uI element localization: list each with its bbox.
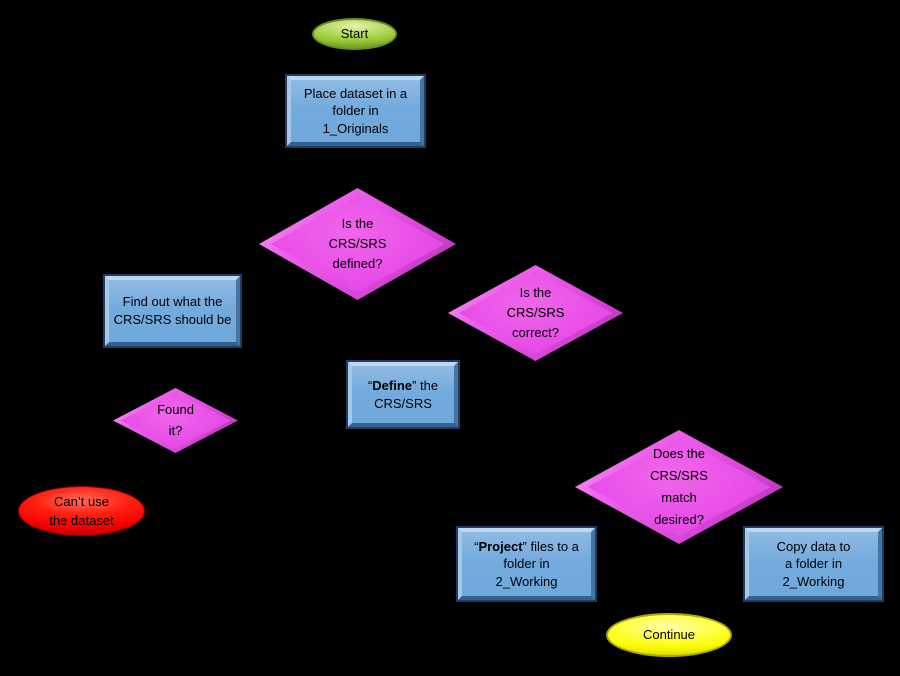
decision-text: Is the CRS/SRS defined? xyxy=(259,214,456,274)
node-text-line: Find out what the xyxy=(122,294,223,310)
node-text-line: 2_Working xyxy=(782,573,845,589)
process-text: Copy data to a folder in 2_Working xyxy=(749,538,878,591)
node-text-line: Found xyxy=(157,402,194,418)
node-text-line: CRS/SRS xyxy=(506,304,565,320)
node-text-line: CRS/SRS xyxy=(650,468,708,484)
node-text-line: Is the xyxy=(341,215,374,231)
start-terminator: Start xyxy=(312,18,397,50)
process-text: “Project” files to a folder in 2_Working xyxy=(462,538,591,591)
node-text-line: 1_Originals xyxy=(322,120,389,136)
process-copy-data: Copy data to a folder in 2_Working xyxy=(743,526,884,602)
node-text-line: “Project” files to a xyxy=(462,538,591,556)
node-text-line: it? xyxy=(168,422,183,438)
node-text-line: Copy data to xyxy=(776,538,851,554)
node-text-line: match xyxy=(661,490,697,505)
node-text-line: “Define” the xyxy=(352,377,454,395)
process-define-crs: “Define” the CRS/SRS xyxy=(346,360,460,429)
node-text-line: desired? xyxy=(654,511,704,527)
decision-crs-match-desired: Does the CRS/SRS match desired? xyxy=(575,430,783,544)
start-label: Start xyxy=(340,26,369,42)
node-text-line: defined? xyxy=(332,256,383,272)
decision-text: Is the CRS/SRS correct? xyxy=(448,283,623,343)
decision-found-it: Found it? xyxy=(113,388,238,453)
node-text-line: CRS/SRS xyxy=(328,235,387,251)
node-text-line: Is the xyxy=(519,284,552,300)
decision-text: Does the CRS/SRS match desired? xyxy=(575,443,783,530)
define-keyword: Define xyxy=(372,377,413,393)
project-keyword: Project xyxy=(478,538,523,554)
node-text-line: Can’t use xyxy=(54,493,109,509)
stop-text: Can’t use the dataset xyxy=(19,492,144,531)
text-after-keyword: ” files to a xyxy=(522,538,579,554)
text-after-keyword: ” the xyxy=(412,377,439,393)
process-text: Place dataset in a folder in 1_Originals xyxy=(291,85,420,138)
node-text-line: Place dataset in a xyxy=(303,85,408,101)
process-project-files: “Project” files to a folder in 2_Working xyxy=(456,526,597,602)
process-text: “Define” the CRS/SRS xyxy=(352,377,454,412)
decision-text: Found it? xyxy=(113,400,238,440)
node-text-line: folder in xyxy=(332,103,379,119)
continue-label: Continue xyxy=(642,627,696,643)
stop-terminator-cant-use: Can’t use the dataset xyxy=(18,486,145,536)
node-text-line: Does the xyxy=(652,446,706,462)
quote-open: “ xyxy=(474,538,479,554)
node-text-line: correct? xyxy=(512,325,559,341)
node-text-line: CRS/SRS should be xyxy=(113,312,232,327)
node-text-line: folder in xyxy=(503,556,550,572)
node-text-line: 2_Working xyxy=(495,573,558,589)
node-text-line: a folder in xyxy=(784,556,843,572)
process-place-dataset: Place dataset in a folder in 1_Originals xyxy=(285,74,426,148)
process-text: Find out what the CRS/SRS should be xyxy=(109,293,236,328)
node-text-line: CRS/SRS xyxy=(374,395,432,411)
decision-crs-defined: Is the CRS/SRS defined? xyxy=(259,188,456,300)
process-find-out-crs: Find out what the CRS/SRS should be xyxy=(103,274,242,348)
quote-open: “ xyxy=(367,377,373,393)
node-text-line: the dataset xyxy=(49,513,114,528)
decision-crs-correct: Is the CRS/SRS correct? xyxy=(448,265,623,361)
continue-terminator: Continue xyxy=(606,613,732,657)
